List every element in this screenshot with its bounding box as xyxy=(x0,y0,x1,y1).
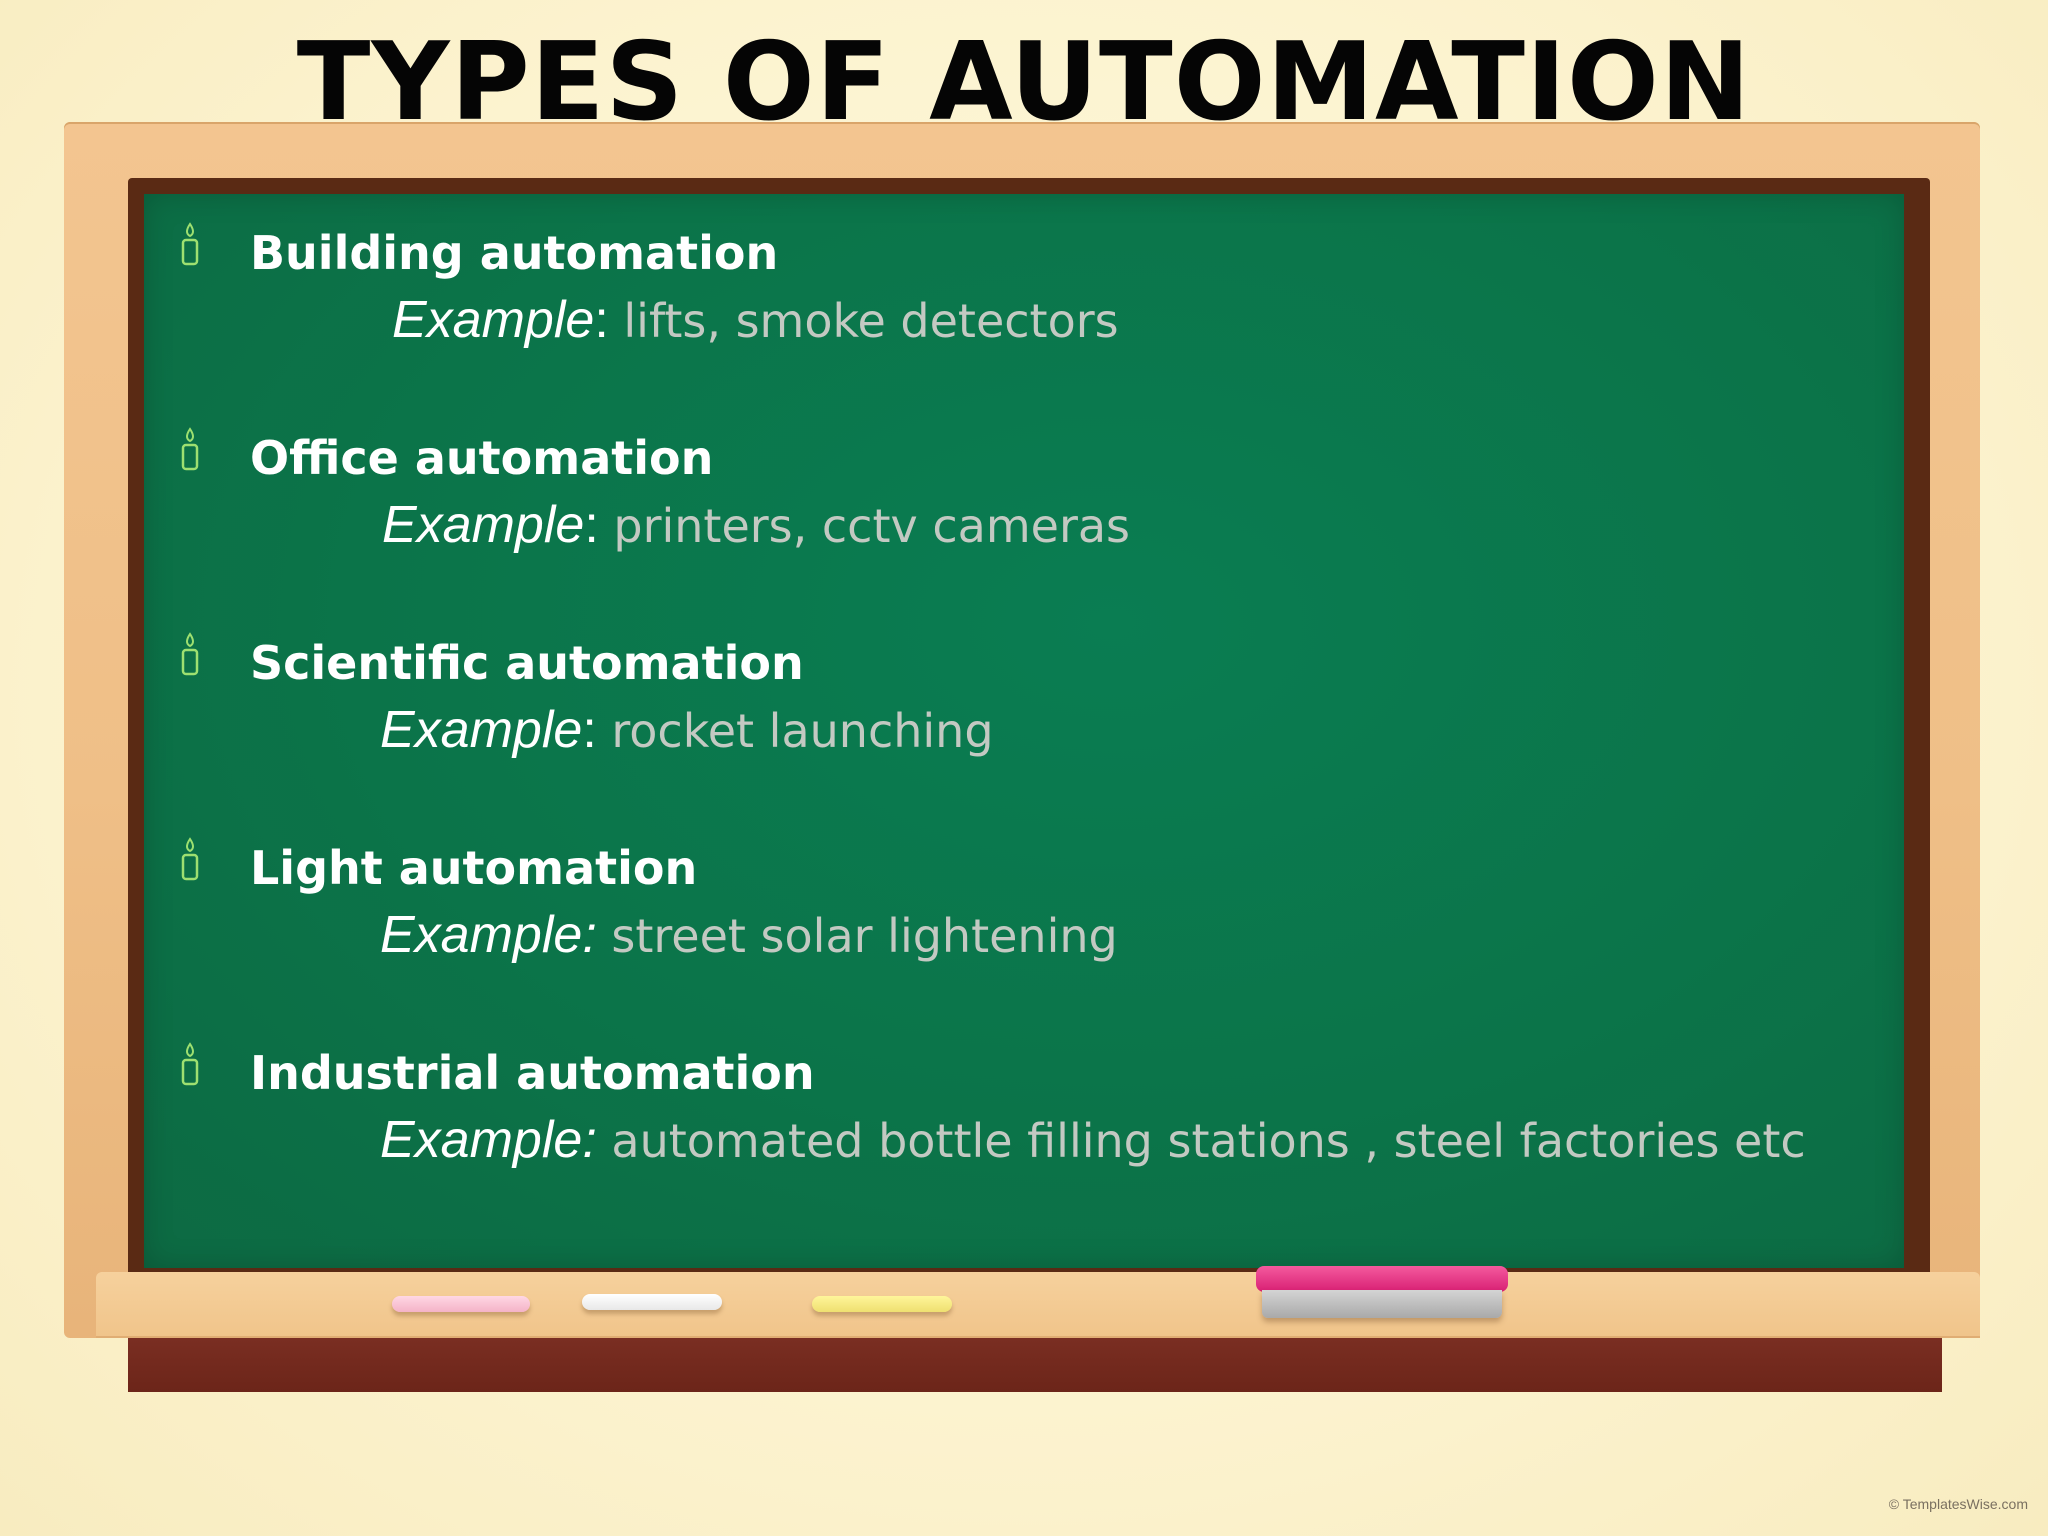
candle-icon xyxy=(181,837,199,881)
example-text: street solar lightening xyxy=(596,909,1118,963)
yellow-chalk xyxy=(812,1296,952,1312)
example-label: Example xyxy=(380,701,583,759)
candle-icon xyxy=(181,632,199,676)
chalk-tray-base xyxy=(128,1338,1942,1392)
item-example: Example: street solar lightening xyxy=(380,905,1118,965)
item-heading: Building automation xyxy=(250,226,779,280)
candle-icon xyxy=(181,427,199,471)
item-heading: Office automation xyxy=(250,431,714,485)
eraser-felt xyxy=(1256,1266,1508,1292)
example-text: printers, cctv cameras xyxy=(598,499,1131,553)
example-text: rocket launching xyxy=(596,704,994,758)
example-label: Example: xyxy=(380,906,597,964)
example-label: Example xyxy=(392,291,595,349)
example-label: Example: xyxy=(380,1111,597,1169)
example-text: lifts, smoke detectors xyxy=(608,294,1119,348)
candle-icon xyxy=(181,1042,199,1086)
chalkboard xyxy=(144,194,1904,1268)
example-colon: : xyxy=(582,701,597,759)
item-example: Example: printers, cctv cameras xyxy=(382,495,1130,555)
item-example: Example: automated bottle filling statio… xyxy=(380,1110,1806,1170)
copyright-notice: © TemplatesWise.com xyxy=(1888,1496,2028,1512)
item-example: Example: lifts, smoke detectors xyxy=(392,290,1119,350)
example-text: automated bottle filling stations , stee… xyxy=(596,1114,1806,1168)
item-heading: Scientific automation xyxy=(250,636,804,690)
item-example: Example: rocket launching xyxy=(380,700,994,760)
white-chalk xyxy=(582,1294,722,1310)
chalk-tray xyxy=(96,1272,1980,1338)
example-colon: : xyxy=(594,291,609,349)
slide-title: TYPES OF AUTOMATION xyxy=(296,20,1752,145)
example-colon: : xyxy=(584,496,599,554)
item-heading: Industrial automation xyxy=(250,1046,815,1100)
candle-icon xyxy=(181,222,199,266)
example-label: Example xyxy=(382,496,585,554)
pink-chalk xyxy=(392,1296,530,1312)
item-heading: Light automation xyxy=(250,841,698,895)
eraser-block xyxy=(1262,1290,1502,1318)
